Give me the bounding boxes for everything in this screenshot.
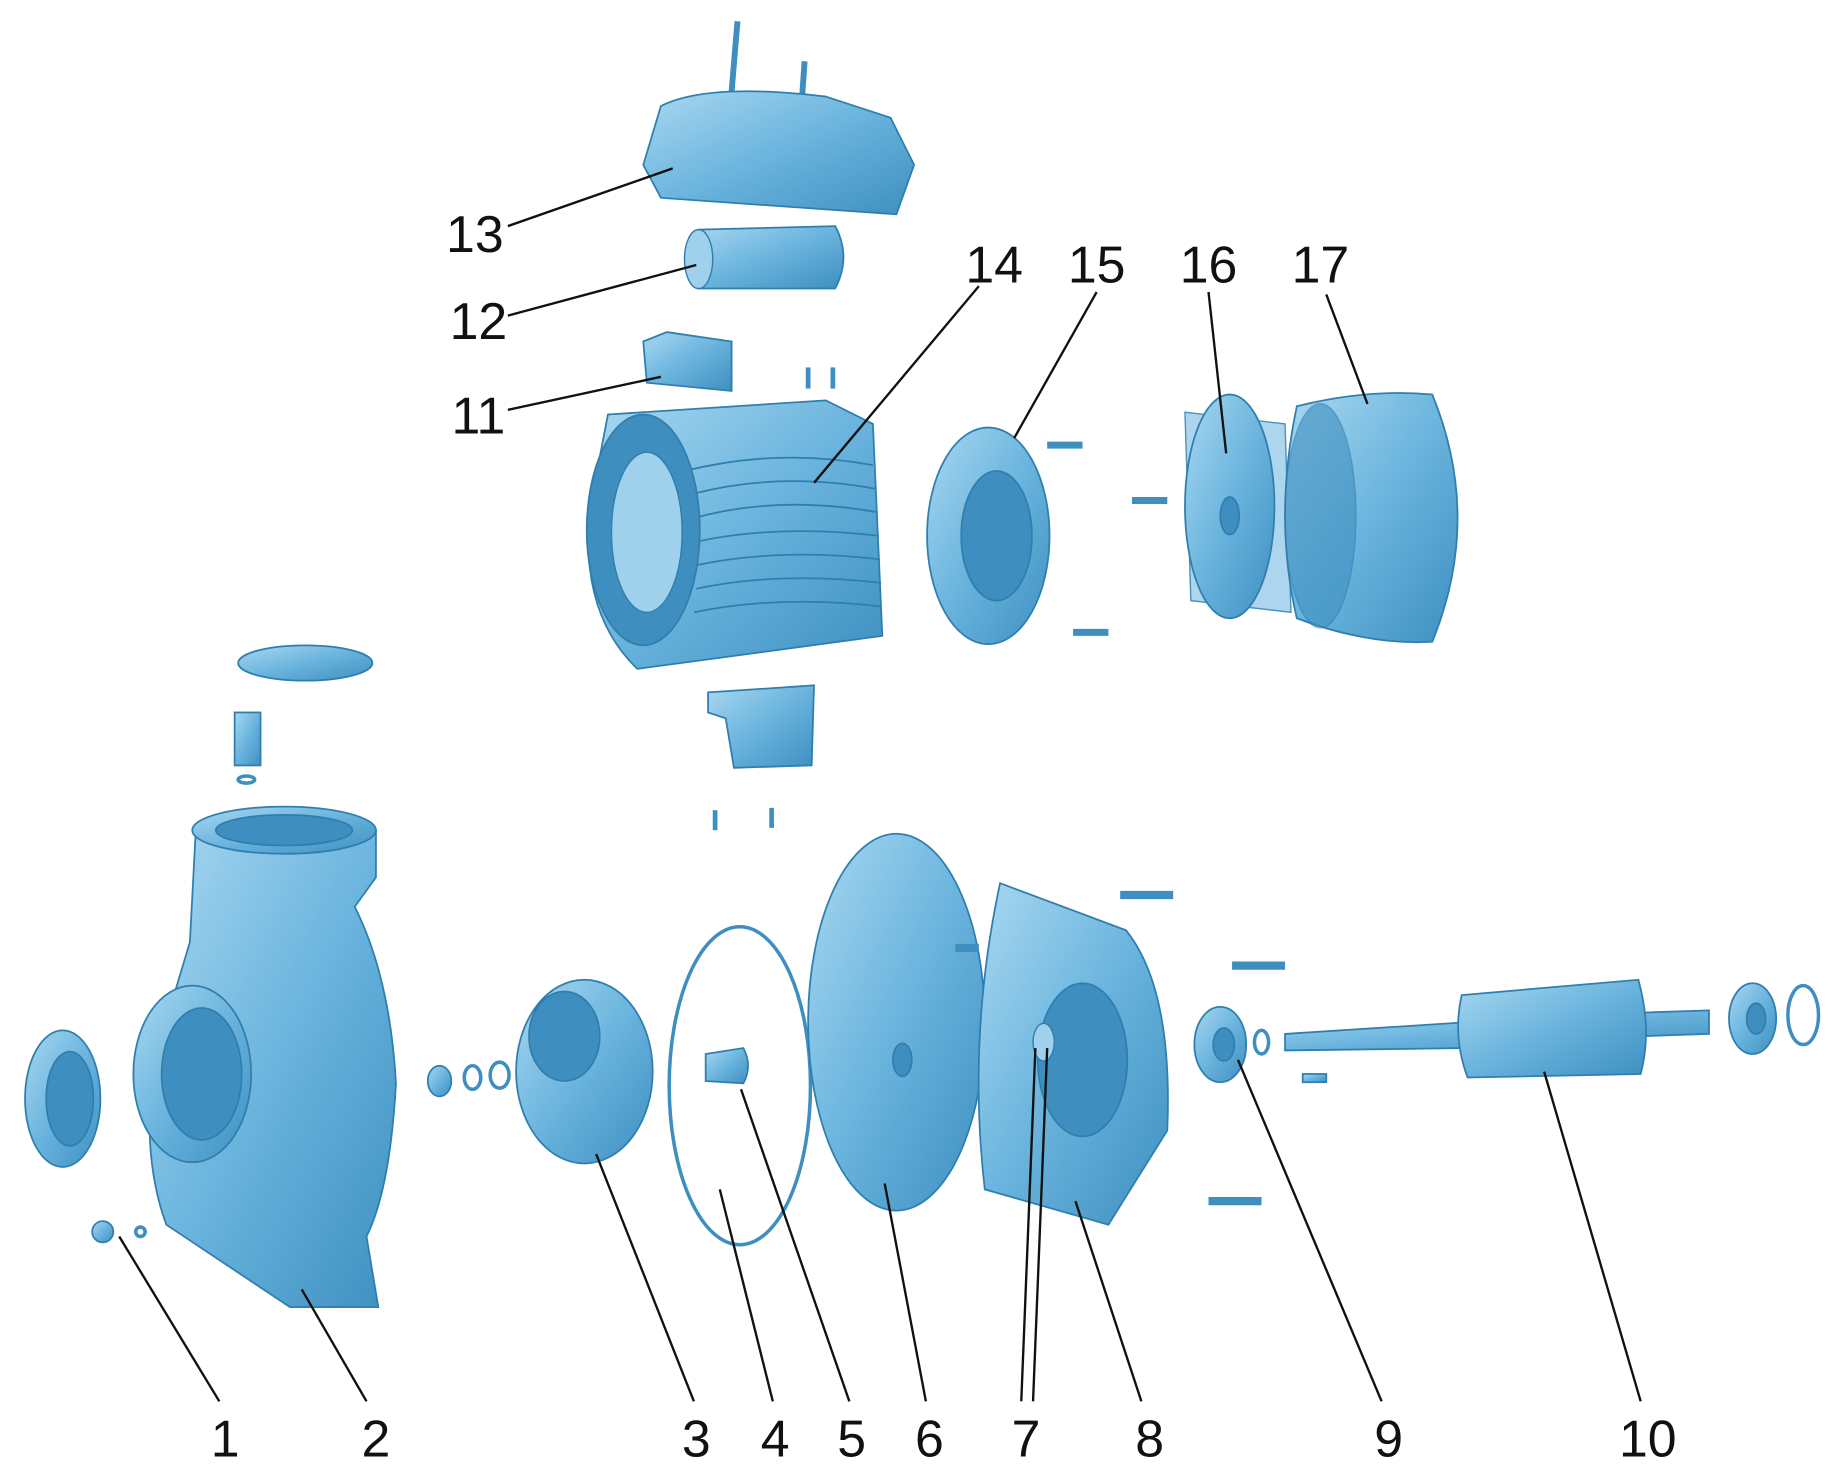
part-label-14: 14 [965,236,1023,294]
capacitor-end [683,228,714,290]
housing-foot [707,684,815,769]
mechanical-seal [704,1047,749,1085]
end-shield-bolts [1047,441,1168,636]
pump-casing [148,829,397,1309]
part-label-8: 8 [1135,1410,1164,1468]
part-label-10: 10 [1619,1410,1677,1468]
part-label-13: 13 [446,205,504,263]
o-ring [667,925,813,1247]
inlet-cap-inner [45,1050,95,1147]
casing-inlet-inner [160,1007,243,1141]
key [1301,1073,1328,1084]
part-label-6: 6 [915,1410,944,1468]
part-label-3: 3 [682,1410,711,1468]
part-label-15: 15 [1068,236,1126,294]
drain-washer [133,1225,147,1239]
cooling-fan [1184,393,1292,620]
fan-cover-opening [1284,403,1357,629]
rear-o-ring [1786,983,1821,1047]
part-label-16: 16 [1180,236,1238,294]
drain-plug [91,1220,115,1244]
bracket-bolts [955,890,1286,1206]
wear-rings [426,1060,511,1098]
shaft-seal-ring [1032,1022,1055,1062]
part-label-5: 5 [837,1410,866,1468]
leader-lines [118,167,1642,1402]
diffuser-hole [892,1042,913,1078]
terminal-cover [642,90,916,216]
part-label-4: 4 [761,1410,790,1468]
bracket-bore [1036,982,1129,1138]
part-label-2: 2 [362,1410,391,1468]
priming-cap [237,644,374,682]
end-shield-inner [960,470,1033,602]
housing-fins [684,456,882,614]
priming-plug [233,711,262,767]
terminal-block [642,331,733,392]
part-label-9: 9 [1374,1410,1403,1468]
bearing-rear-inner [1745,1002,1767,1035]
diffuser-plate [807,832,986,1212]
part-label-1: 1 [211,1410,240,1468]
circlip [1252,1028,1271,1056]
housing-bore-inner [610,451,683,614]
part-label-11: 11 [452,386,506,444]
foot-bolts [712,367,836,831]
part-label-17: 17 [1292,236,1350,294]
priming-washer [236,774,257,785]
rotor-body [1457,978,1647,1079]
part-label-7: 7 [1012,1410,1041,1468]
impeller-eye [528,990,601,1082]
casing-outlet-inner [214,814,354,847]
bearing-front-inner [1212,1027,1236,1062]
part-label-12: 12 [450,292,508,350]
